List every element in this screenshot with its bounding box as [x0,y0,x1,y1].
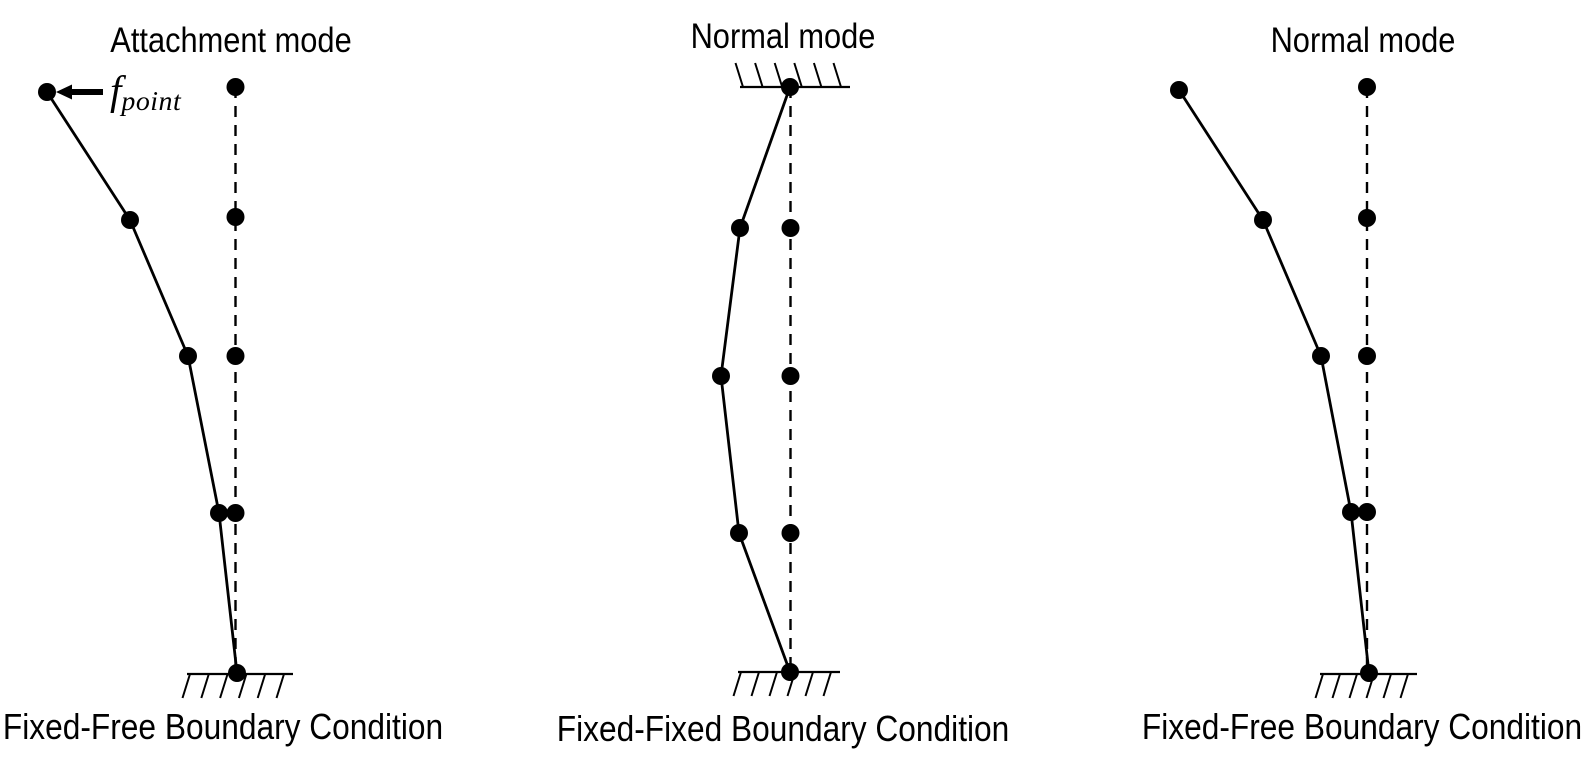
mode-shape-curve [45,91,239,674]
hatch-stroke [812,62,823,88]
panel-title-normal-mode-middle: Normal mode [690,17,876,56]
hatch-stroke [793,62,803,88]
node-dot [731,219,749,237]
mode-shape-curve [1177,89,1371,674]
hatch-stroke [200,673,210,699]
force-symbol-f: f [110,67,122,113]
hatch-stroke [773,62,784,88]
hatch-stroke [1314,673,1324,699]
node-dot [226,78,245,96]
hatch-stroke [734,62,744,88]
panel-title-normal-mode-right: Normal mode [1270,21,1456,60]
arrow-head-left-icon [56,84,72,100]
hatch-stroke [275,673,285,699]
hatch-stroke [1348,673,1358,699]
hatch-stroke [804,671,814,697]
hatch-stroke [1382,673,1392,699]
hatch-stroke [256,673,267,699]
node-dot [781,367,800,385]
node-dot [730,524,748,542]
node-dot [781,663,799,681]
node-dot [1358,347,1376,365]
caption-fixed-free-right: Fixed-Free Boundary Condition [1141,706,1583,747]
panel-title-attachment-mode: Attachment mode [110,21,352,60]
node-dot [121,211,139,229]
hatch-stroke [768,671,778,697]
node-dot [179,347,197,365]
node-dot [210,504,228,522]
node-dot [228,664,246,682]
caption-fixed-free-left: Fixed-Free Boundary Condition [2,706,444,747]
mode-shape-curve [719,86,792,673]
node-dot [226,504,245,522]
hatch-stroke [754,62,764,88]
hatch-stroke [219,673,229,699]
node-dot [1358,78,1376,96]
node-dot [226,347,245,365]
caption-fixed-fixed-middle: Fixed-Fixed Boundary Condition [556,708,1010,749]
hatch-stroke [1331,673,1341,699]
hatch-stroke [732,671,742,697]
point-force-label: fpoint [110,70,181,116]
node-dot [1360,664,1378,682]
hatch-stroke [237,673,248,699]
node-dot [1358,209,1376,227]
node-dot [1170,81,1188,99]
hatch-stroke [181,673,191,699]
node-dot [1254,211,1272,229]
node-dot [1312,347,1330,365]
force-subscript-point: point [121,86,182,118]
node-dot [1358,503,1376,521]
hatch-stroke [750,671,760,697]
point-force-arrow [56,84,103,100]
node-dot [781,219,800,237]
node-dot [226,208,245,226]
node-dot [712,367,730,385]
node-dot [38,83,56,101]
node-dot [781,78,799,96]
hatch-stroke [822,671,832,697]
node-dot [1342,503,1360,521]
hatch-stroke [832,62,842,88]
node-dot [781,524,800,542]
hatch-stroke [1399,673,1409,699]
